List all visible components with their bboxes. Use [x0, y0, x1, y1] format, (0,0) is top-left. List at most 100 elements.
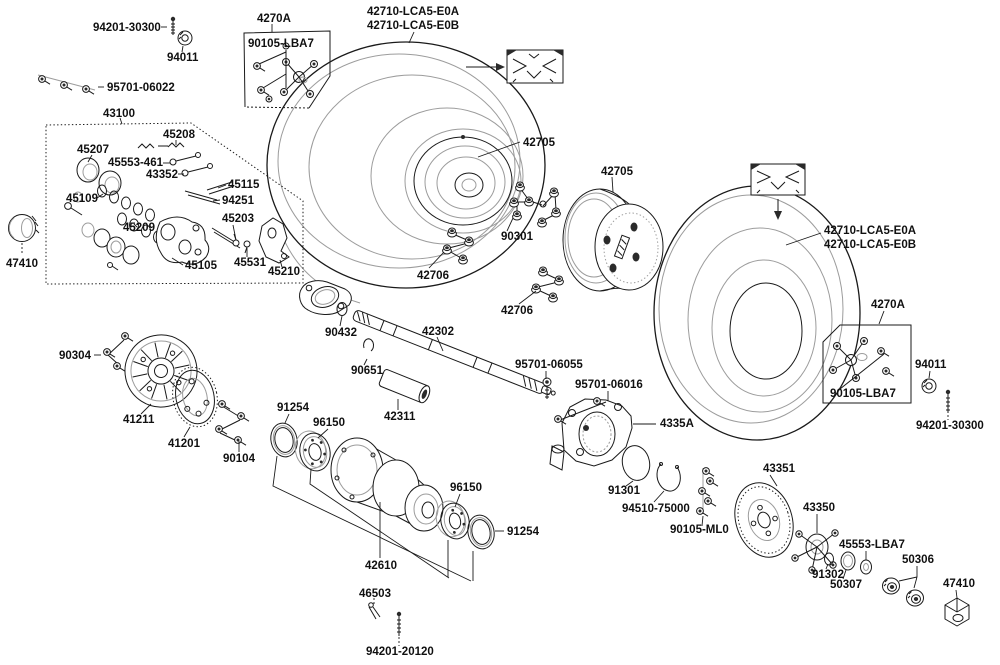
part-label-41211: 41211: [123, 414, 155, 426]
cotter-pin-46503: [368, 602, 381, 620]
part-label-96150-left: 96150: [313, 417, 345, 429]
part-label-45105: 45105: [185, 260, 218, 272]
screw-94201-30300-left: [170, 16, 176, 35]
bolt-95701-06055: [542, 377, 552, 399]
part-label-91301: 91301: [608, 485, 641, 497]
part-label-94011-right: 94011: [915, 359, 947, 371]
nut-94011-left: [177, 30, 193, 46]
wheel-hub-43350: [791, 529, 839, 574]
rear-hub-42610: [330, 437, 444, 532]
part-label-43351: 43351: [763, 463, 796, 475]
part-label-47410-left: 47410: [6, 258, 38, 270]
part-label-90301: 90301: [501, 231, 534, 243]
part-label-42705-second: 42705: [601, 166, 634, 178]
o-ring-90432: [336, 302, 348, 316]
left-wheel-rim: [404, 128, 522, 234]
leader-lines: [21, 24, 958, 646]
steel-wheel: [562, 188, 664, 292]
part-label-90104: 90104: [223, 453, 256, 465]
part-label-line: 42710-LCA5-E0B: [824, 239, 916, 251]
part-label-42705-first: 42705: [523, 137, 556, 149]
valve-stem-dot: [461, 135, 465, 139]
pad-springs-45208: [137, 142, 185, 149]
tread-pattern-box-right: [750, 163, 806, 220]
part-label-42706-bottom: 42706: [501, 305, 533, 317]
bleed-parts-45203: [211, 227, 241, 249]
part-label-95701-06022: 95701-06022: [107, 82, 175, 94]
part-label-45203: 45203: [222, 213, 254, 225]
piston-stack: [81, 222, 140, 271]
bolts-90105-ml0: [696, 467, 719, 517]
part-label-91254-left: 91254: [277, 402, 310, 414]
diagram-artwork: [8, 16, 970, 636]
part-label-94011-left: 94011: [167, 52, 199, 64]
brake-disc-43351: [734, 482, 794, 558]
seal-91254-left: [270, 422, 298, 458]
axle-cap-47410-left: [8, 214, 40, 242]
part-label-50306: 50306: [902, 554, 934, 566]
lug-nuts-42706-left: [442, 227, 474, 265]
part-label-95701-06055: 95701-06055: [515, 359, 583, 371]
bearing-holder-4335a: [549, 397, 633, 471]
bearing-96150-left: [294, 430, 331, 472]
caliper-body-45105: [155, 216, 210, 265]
part-label-45109: 45109: [66, 193, 98, 205]
circlip-94510-75000: [656, 462, 681, 492]
part-label-95701-06016: 95701-06016: [575, 379, 643, 391]
part-label-46503: 46503: [359, 588, 391, 600]
caliper-pins: [169, 152, 213, 177]
part-label-line: 42710-LCA5-E0B: [367, 20, 459, 32]
part-label-43350: 43350: [803, 502, 835, 514]
part-label-45207: 45207: [77, 144, 109, 156]
screw-94201-30300-right: [945, 389, 951, 413]
bearing-96150-right: [435, 500, 470, 540]
axle-cap-47410-right: [944, 597, 970, 627]
part-label-41201: 41201: [168, 438, 201, 450]
part-label-45531: 45531: [234, 257, 267, 269]
part-label-4270a-right: 4270A: [871, 299, 905, 311]
part-label-4270a-left: 4270A: [257, 13, 291, 25]
part-label-line: 42710-LCA5-E0A: [824, 225, 916, 237]
part-label-42706-left: 42706: [417, 270, 449, 282]
snap-ring-90651: [363, 338, 375, 352]
pad-pin-45115: [206, 181, 235, 195]
axle-bracket-plate: [299, 280, 352, 315]
brake-disc-41211: [124, 334, 198, 408]
part-label-94201-20120: 94201-20120: [366, 646, 434, 658]
seal-91254-right: [467, 514, 495, 550]
screw-94201-20120: [396, 611, 402, 636]
part-labels-layer: 94201-30300 94011 4270A 90105-LBA7 95701-060…: [6, 6, 984, 658]
part-label-91302: 91302: [812, 569, 844, 581]
part-label-90651: 90651: [351, 365, 384, 377]
bearing-ring-50307: [840, 551, 856, 571]
part-label-42302: 42302: [422, 326, 454, 338]
pad-pin-94251: [184, 190, 221, 205]
sprocket-ring-41201: [172, 366, 218, 428]
part-label-90105-lba7-right: 90105-LBA7: [830, 388, 896, 400]
bracket-45210: [258, 217, 290, 264]
part-label-91254-right: 91254: [507, 526, 540, 538]
part-label-42710-right: 42710-LCA5-E0A 42710-LCA5-E0B: [824, 225, 916, 251]
part-label-45115: 45115: [228, 179, 260, 191]
arrow-down-icon: [774, 211, 782, 220]
part-label-45553-461: 45553-461: [108, 157, 164, 169]
hub-carrier-left: [253, 42, 318, 103]
part-label-90105-ml0: 90105-ML0: [670, 524, 729, 536]
part-label-45210: 45210: [268, 266, 300, 278]
bolts-90104: [215, 400, 250, 446]
part-label-94201-30300-right: 94201-30300: [916, 420, 984, 432]
seal-rings-45109: [64, 184, 155, 222]
part-label-94251: 94251: [222, 195, 255, 207]
part-label-47410-right: 47410: [943, 578, 975, 590]
nut-94011-right: [921, 378, 937, 394]
bolts-90304: [103, 332, 134, 372]
part-label-96150-right: 96150: [450, 482, 482, 494]
spacer-tube-42311: [378, 369, 431, 404]
hub-carrier-right: [829, 337, 895, 390]
part-label-45209: 45209: [123, 222, 155, 234]
bolts-95701-06022: [37, 74, 96, 95]
part-label-43100: 43100: [103, 108, 135, 120]
washer-45553-lba7: [860, 559, 872, 575]
